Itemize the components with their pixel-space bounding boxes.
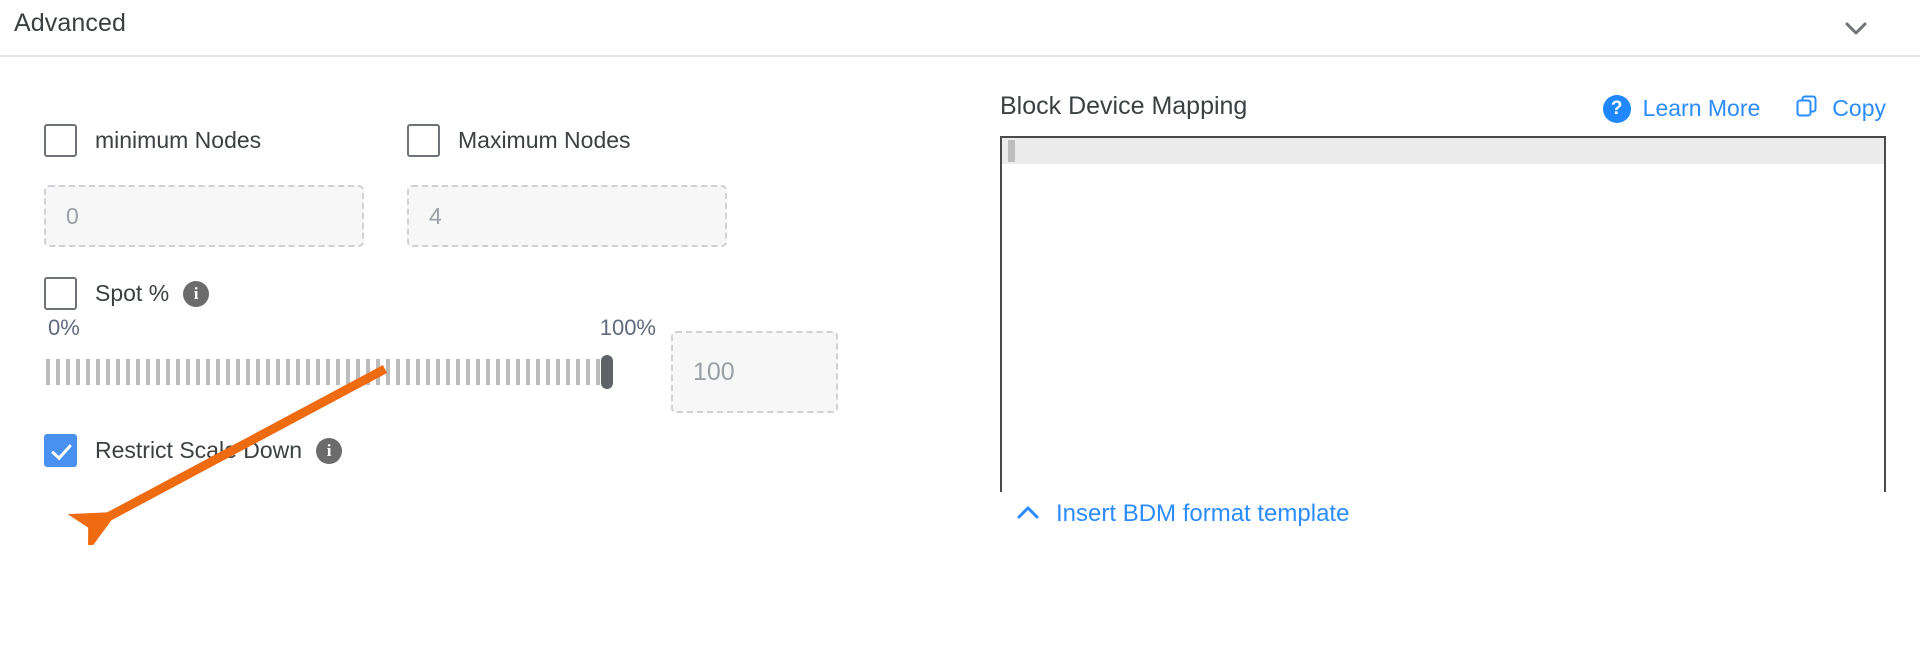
spot-percent-slider-group: 0% 100% — [44, 315, 656, 389]
min-nodes-input[interactable]: 0 — [44, 185, 364, 247]
copy-link[interactable]: Copy — [1832, 95, 1886, 121]
max-nodes-input[interactable]: 4 — [407, 185, 727, 247]
editor-top-bar — [1002, 138, 1884, 164]
spot-percent-checkbox-row[interactable]: Spot % i — [44, 277, 210, 310]
restrict-scale-down-label: Restrict Scale Down — [95, 437, 303, 463]
restrict-scale-down-field: Restrict Scale Down i — [44, 434, 343, 467]
min-nodes-checkbox[interactable] — [44, 124, 77, 157]
max-nodes-checkbox-row[interactable]: Maximum Nodes — [407, 124, 631, 157]
slider-thumb[interactable] — [601, 355, 613, 389]
min-nodes-field: minimum Nodes — [44, 124, 261, 157]
block-device-mapping-textarea[interactable] — [1002, 164, 1884, 492]
spot-percent-slider[interactable] — [44, 355, 656, 389]
spot-percent-label: Spot % — [95, 280, 170, 306]
spot-percent-value-input[interactable]: 100 — [671, 331, 838, 413]
learn-more-link[interactable]: Learn More — [1642, 95, 1761, 121]
info-icon[interactable]: i — [183, 280, 210, 307]
max-nodes-label: Maximum Nodes — [458, 127, 631, 153]
block-device-mapping-header: Block Device Mapping ? Learn More Copy — [1000, 92, 1886, 132]
copy-icon[interactable] — [1794, 93, 1820, 124]
max-nodes-field: Maximum Nodes — [407, 124, 631, 157]
slider-max-label: 100% — [599, 315, 656, 340]
min-nodes-label: minimum Nodes — [95, 127, 262, 153]
slider-tick-marks — [46, 359, 606, 385]
restrict-scale-down-checkbox[interactable] — [44, 434, 77, 467]
min-nodes-checkbox-row[interactable]: minimum Nodes — [44, 124, 261, 157]
spot-percent-field: Spot % i — [44, 277, 210, 310]
restrict-scale-down-checkbox-row[interactable]: Restrict Scale Down i — [44, 434, 343, 467]
block-device-mapping-column: Block Device Mapping ? Learn More Copy — [1000, 92, 1886, 527]
block-device-mapping-title: Block Device Mapping — [1000, 92, 1248, 120]
max-nodes-checkbox[interactable] — [407, 124, 440, 157]
insert-bdm-template-link[interactable]: Insert BDM format template — [1014, 500, 1349, 528]
help-circle-icon[interactable]: ? — [1602, 94, 1631, 123]
info-icon[interactable]: i — [316, 437, 343, 464]
chevron-down-icon[interactable] — [1838, 10, 1874, 46]
block-device-mapping-actions: ? Learn More Copy — [1602, 93, 1886, 124]
slider-scale-labels: 0% 100% — [44, 315, 656, 347]
block-device-mapping-editor[interactable] — [1000, 136, 1886, 492]
slider-min-label: 0% — [48, 315, 80, 340]
spot-percent-checkbox[interactable] — [44, 277, 77, 310]
insert-bdm-template-label: Insert BDM format template — [1056, 500, 1350, 527]
chevron-up-icon — [1014, 501, 1042, 528]
text-caret — [1008, 140, 1015, 162]
page-title: Advanced — [14, 9, 126, 37]
section-header: Advanced — [0, 0, 1920, 57]
